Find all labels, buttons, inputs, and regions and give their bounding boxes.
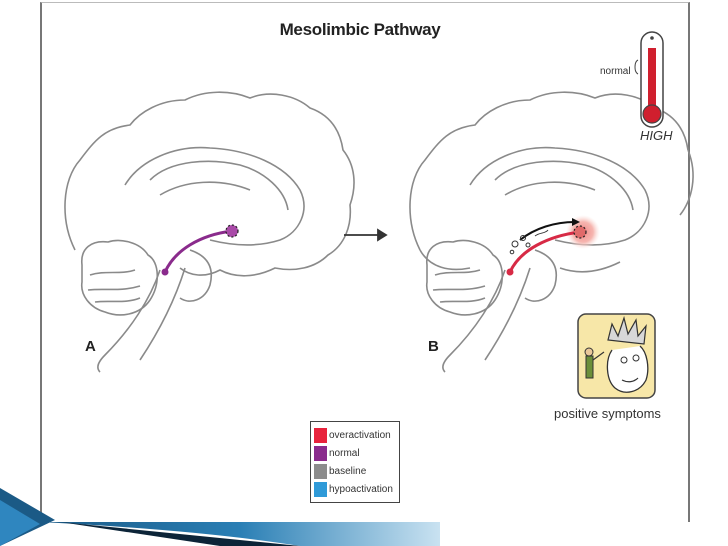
legend-swatch-normal [314, 446, 327, 461]
brain-a-outline [65, 92, 354, 372]
legend-item: hypoactivation [314, 480, 396, 498]
positive-symptoms-label: positive symptoms [554, 406, 661, 421]
thermometer-high-label: HIGH [640, 128, 673, 143]
legend-swatch-overactivation [314, 428, 327, 443]
legend-label: overactivation [329, 430, 391, 441]
panel-label-b: B [428, 338, 439, 355]
legend-item: overactivation [314, 426, 396, 444]
pathway-b-origin [507, 269, 514, 276]
legend-item: baseline [314, 462, 396, 480]
positive-symptoms-face-icon [578, 314, 655, 398]
legend: overactivation normal baseline hypoactiv… [310, 421, 400, 503]
thermometer-icon [635, 32, 663, 127]
pathway-a-normal [165, 231, 232, 272]
legend-swatch-hypoactivation [314, 482, 327, 497]
panel-label-a: A [85, 338, 96, 355]
pathway-a-target [226, 225, 238, 237]
legend-item: normal [314, 444, 396, 462]
legend-label: baseline [329, 466, 366, 477]
legend-label: hypoactivation [329, 484, 393, 495]
legend-label: normal [329, 448, 360, 459]
legend-swatch-baseline [314, 464, 327, 479]
pathway-b-target [574, 226, 586, 238]
pathway-a-origin [162, 269, 169, 276]
thermometer-normal-label: normal [600, 66, 631, 77]
transition-arrow-icon [344, 230, 386, 240]
